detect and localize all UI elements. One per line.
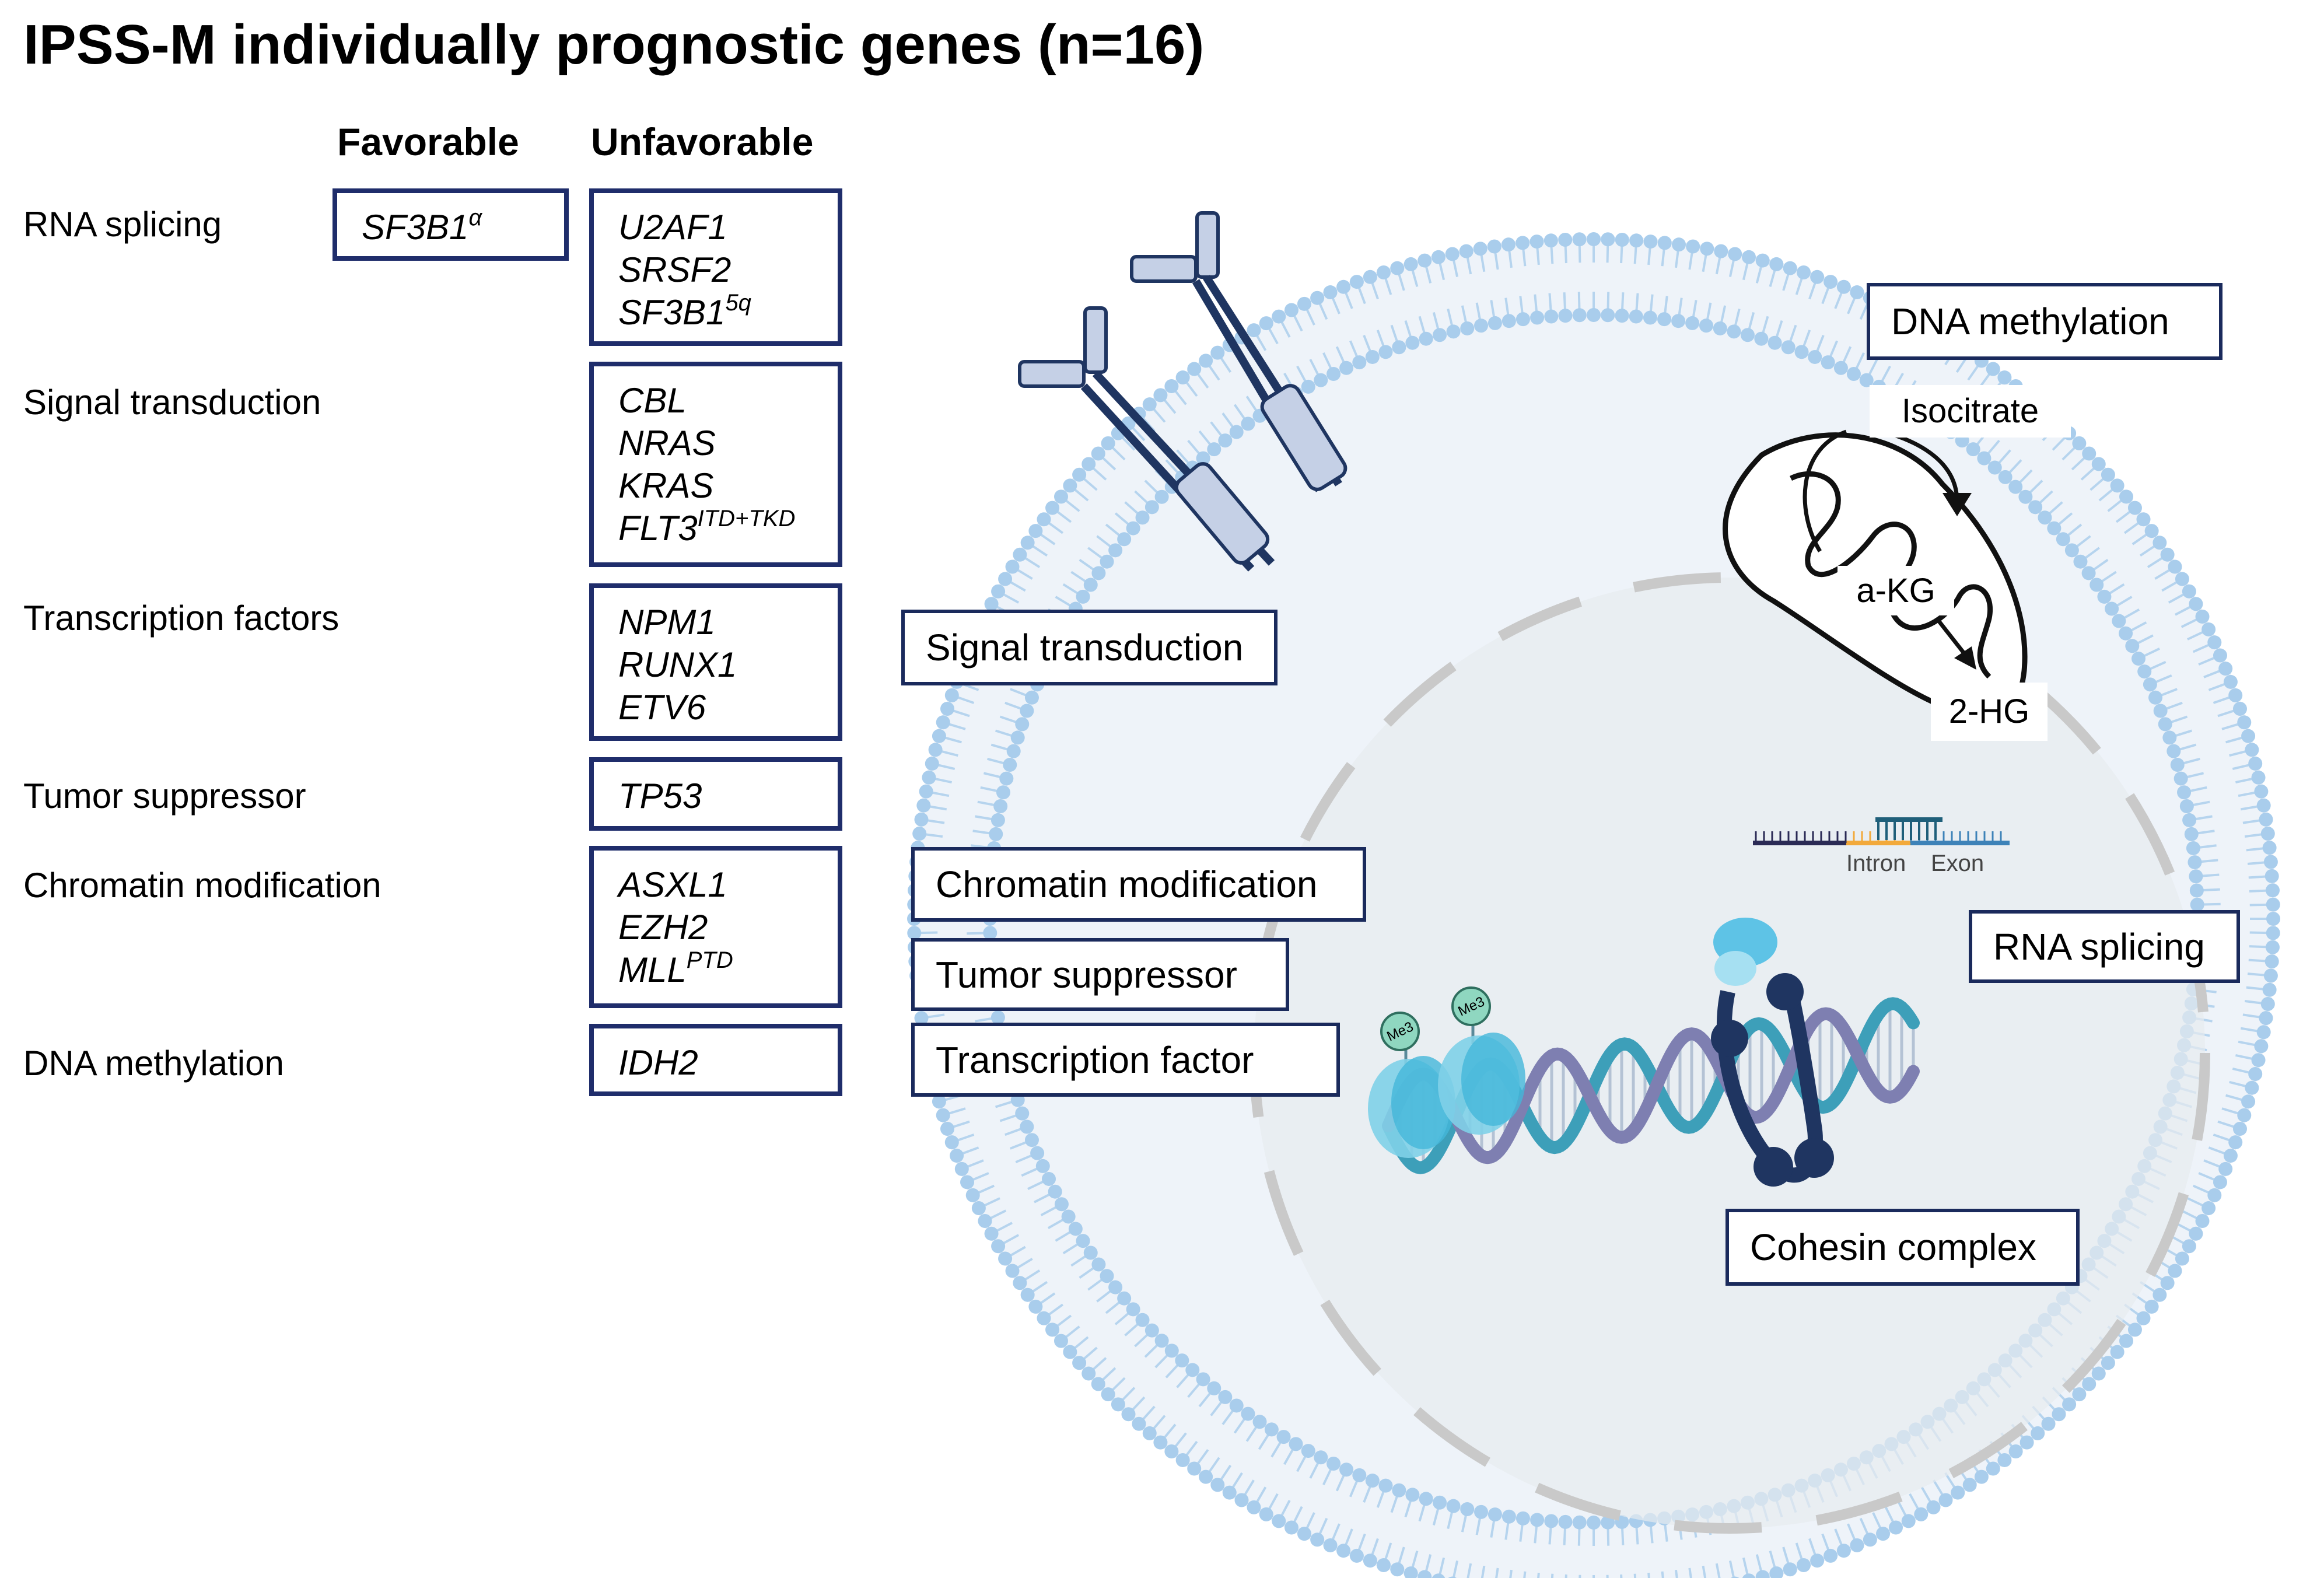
unfavorable-genes-chromatin-modification: ASXL1 EZH2 MLLPTD — [589, 846, 842, 1008]
category-chromatin-modification: Chromatin modification — [23, 866, 382, 905]
splice-strand — [1753, 817, 2010, 845]
gene-entry: SF3B15q — [618, 290, 751, 332]
nucleosome-2 — [1438, 986, 1525, 1135]
gene-entry: FLT3ITD+TKD — [618, 506, 796, 548]
label-dna-methylation: DNA methylation — [1867, 283, 2222, 360]
gene-entry: KRAS — [618, 466, 714, 505]
gene-entry: U2AF1 — [618, 208, 727, 247]
gene-entry: RUNX1 — [618, 645, 737, 684]
label-rna-splicing: RNA splicing — [1969, 910, 2240, 983]
gene-entry: ASXL1 — [618, 865, 727, 904]
gene-entry: SRSF2 — [618, 250, 732, 289]
unfavorable-genes-transcription-factors: NPM1 RUNX1 ETV6 — [589, 583, 842, 741]
histone-mark-2: Me3 — [1455, 993, 1487, 1019]
gene-entry: ETV6 — [618, 688, 706, 727]
category-transcription-factors: Transcription factors — [23, 599, 340, 638]
receptor-lower — [1018, 306, 1275, 572]
gene-entry: NRAS — [618, 424, 716, 463]
label-2hg: 2-HG — [1931, 683, 2048, 741]
label-isocitrate: Isocitrate — [1870, 385, 2071, 438]
label-intron: Intron — [1846, 851, 1906, 876]
label-tumor-suppressor: Tumor suppressor — [911, 938, 1289, 1011]
label-cohesin-complex: Cohesin complex — [1726, 1209, 2080, 1286]
unfavorable-genes-rna-splicing: U2AF1 SRSF2 SF3B15q — [589, 188, 842, 346]
category-signal-transduction: Signal transduction — [23, 383, 321, 422]
metabolic-arrows — [1803, 429, 1976, 670]
page-title: IPSS-M individually prognostic genes (n=… — [23, 13, 1205, 76]
favorable-genes-rna-splicing: SF3B1α — [332, 188, 569, 261]
category-dna-methylation: DNA methylation — [23, 1044, 284, 1083]
gene-entry: TP53 — [618, 776, 702, 816]
receptor-upper — [1130, 211, 1348, 492]
favorable-header: Favorable — [337, 120, 519, 163]
gene-entry: CBL — [618, 381, 687, 420]
gene-entry: MLLPTD — [618, 947, 733, 989]
histone-mark-1: Me3 — [1384, 1019, 1416, 1044]
unfavorable-genes-tumor-suppressor: TP53 — [589, 757, 842, 831]
unfavorable-genes-dna-methylation: IDH2 — [589, 1024, 842, 1096]
gene-entry: IDH2 — [618, 1043, 698, 1082]
label-chromatin-modification: Chromatin modification — [911, 847, 1366, 922]
gene-entry: EZH2 — [618, 908, 708, 947]
label-signal-transduction: Signal transduction — [901, 610, 1278, 685]
label-exon: Exon — [1931, 851, 1985, 876]
label-transcription-factor: Transcription factor — [911, 1023, 1340, 1097]
cohesin-ring — [1711, 918, 1834, 1187]
category-tumor-suppressor: Tumor suppressor — [23, 776, 306, 816]
category-rna-splicing: RNA splicing — [23, 205, 222, 244]
gene-entry: NPM1 — [618, 603, 716, 642]
unfavorable-header: Unfavorable — [591, 120, 814, 163]
unfavorable-genes-signal-transduction: CBL NRAS KRAS FLT3ITD+TKD — [589, 362, 842, 567]
label-akg: a-KG — [1838, 566, 1954, 615]
gene-entry: SF3B1α — [362, 205, 482, 247]
